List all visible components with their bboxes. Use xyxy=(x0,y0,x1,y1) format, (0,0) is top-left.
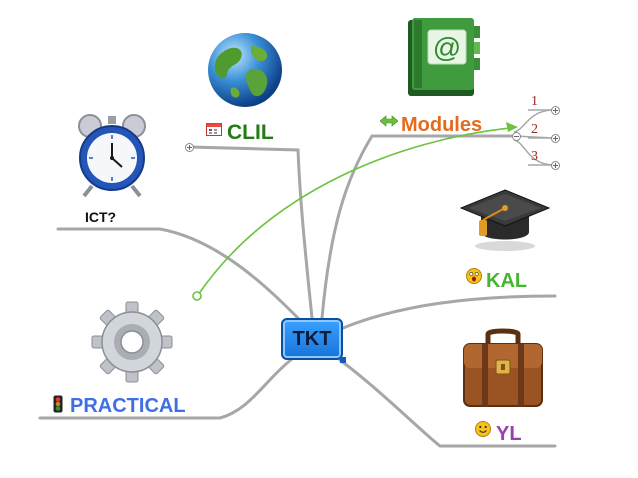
expand-toggle-sub-1[interactable] xyxy=(551,106,560,115)
branch-line-yl xyxy=(338,358,557,448)
branch-line-practical xyxy=(38,357,294,420)
double-arrow-icon xyxy=(380,115,398,127)
module-subtopic-1[interactable]: 1 xyxy=(531,94,538,109)
collapse-toggle-modules[interactable] xyxy=(512,132,521,141)
expand-toggle-clil[interactable] xyxy=(185,143,194,152)
traffic-light-icon xyxy=(53,395,63,413)
surprised-smiley-icon xyxy=(466,268,482,284)
svg-text:@: @ xyxy=(433,32,461,63)
briefcase-icon xyxy=(463,328,543,407)
central-topic-label: TKT xyxy=(292,327,332,350)
calendar-icon xyxy=(206,123,222,136)
expand-toggle-sub-2[interactable] xyxy=(551,134,560,143)
alarm-clock-icon xyxy=(78,114,146,198)
smiley-icon xyxy=(475,421,491,437)
graduation-cap-icon xyxy=(459,189,551,251)
gear-icon xyxy=(91,301,173,383)
resize-handle[interactable] xyxy=(340,357,346,363)
central-topic[interactable]: TKT xyxy=(281,318,346,363)
expand-toggle-sub-3[interactable] xyxy=(551,161,560,170)
relationship-arrow xyxy=(197,127,511,296)
address-book-icon: @ xyxy=(408,18,480,96)
module-subtopic-2[interactable]: 2 xyxy=(531,122,538,137)
branch-label-kal[interactable]: KAL xyxy=(486,270,528,292)
branch-label-ict[interactable]: ICT? xyxy=(85,209,117,225)
branch-label-modules[interactable]: Modules xyxy=(401,114,483,136)
relationship-arrowhead xyxy=(506,122,518,132)
branch-line-modules xyxy=(320,134,514,320)
globe-icon xyxy=(208,33,282,107)
branch-label-practical[interactable]: PRACTICAL xyxy=(70,395,186,417)
branch-label-yl[interactable]: YL xyxy=(496,423,522,445)
branch-label-clil[interactable]: CLIL xyxy=(227,121,274,144)
sub-underlines xyxy=(528,109,554,166)
module-subtopic-3[interactable]: 3 xyxy=(531,149,538,164)
relationship-handle[interactable] xyxy=(192,291,202,301)
branch-line-kal xyxy=(341,294,557,330)
branch-line-clil xyxy=(188,145,314,320)
branch-line-ict xyxy=(56,227,302,322)
